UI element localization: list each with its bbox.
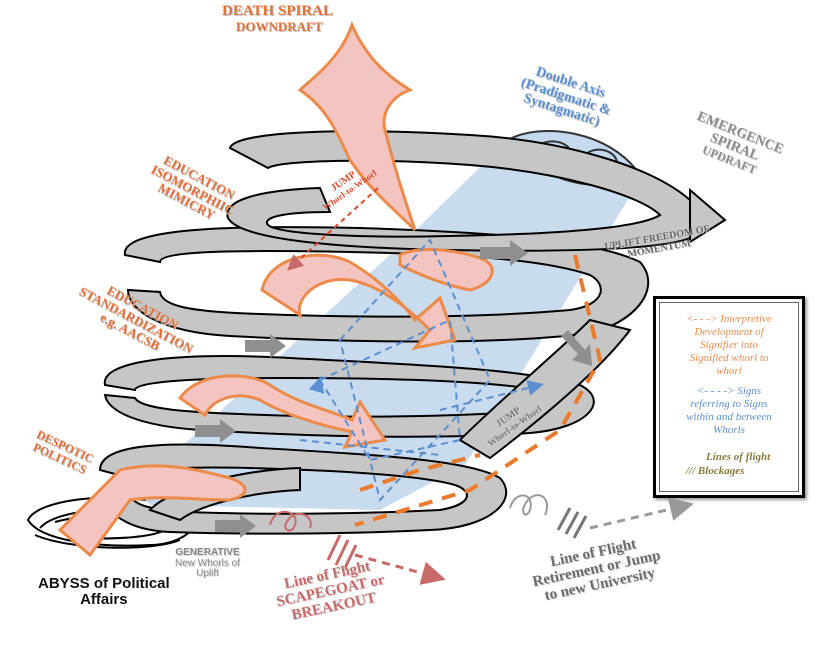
legend-signs-2: referring to Signs xyxy=(690,398,768,410)
legend-interpretive-2: Development of xyxy=(694,326,764,338)
signs-dashed-lines xyxy=(299,238,544,503)
legend-signs-3: within and between xyxy=(686,411,772,423)
abyss-line-1: ABYSS of Political xyxy=(38,575,170,592)
interpretive-dashed-lines xyxy=(354,254,603,527)
abyss-label: ABYSS of Political Affairs xyxy=(38,576,170,608)
line-of-flight-coils xyxy=(269,494,548,532)
scapegoat-flight-arrow xyxy=(354,553,446,585)
retirement-flight-arrow xyxy=(589,497,694,530)
generative-label: GENERATIVE New Whorls of Uplift xyxy=(175,547,241,580)
death-spiral-line-2: DOWNDRAFT xyxy=(236,18,323,34)
flow-arrows xyxy=(195,240,592,538)
legend-signs-1: <- - - -> Signs xyxy=(696,385,762,397)
generative-line-3: Uplift xyxy=(196,568,219,579)
legend-box: <- - -> Interpretive Development of Sign… xyxy=(653,296,805,498)
death-spiral-label: DEATH SPIRAL DOWNDRAFT xyxy=(222,3,333,34)
blockage-marks xyxy=(326,507,588,571)
death-spiral-downdraft xyxy=(57,20,494,558)
legend-interpretive-4: Signified whorl to xyxy=(689,352,769,364)
legend-interpretive-1: <- - -> Interpretive xyxy=(686,313,772,325)
death-spiral-line-1: DEATH SPIRAL xyxy=(222,3,333,19)
legend-interpretive-3: Signifier into xyxy=(700,339,758,351)
legend-blockages: /// Blockages xyxy=(686,465,745,477)
emergence-arrow-head xyxy=(689,187,727,244)
legend-signs-4: Whorls xyxy=(713,424,745,436)
legend-inner-border xyxy=(659,302,799,492)
generative-line-1: GENERATIVE xyxy=(175,547,240,558)
jump-arrow-top xyxy=(287,187,379,271)
legend-flight: Lines of flight xyxy=(706,451,771,463)
abyss-line-2: Affairs xyxy=(80,590,128,608)
generative-line-2: New Whorls of xyxy=(175,557,241,569)
legend-interpretive-5: whorl xyxy=(716,365,742,377)
